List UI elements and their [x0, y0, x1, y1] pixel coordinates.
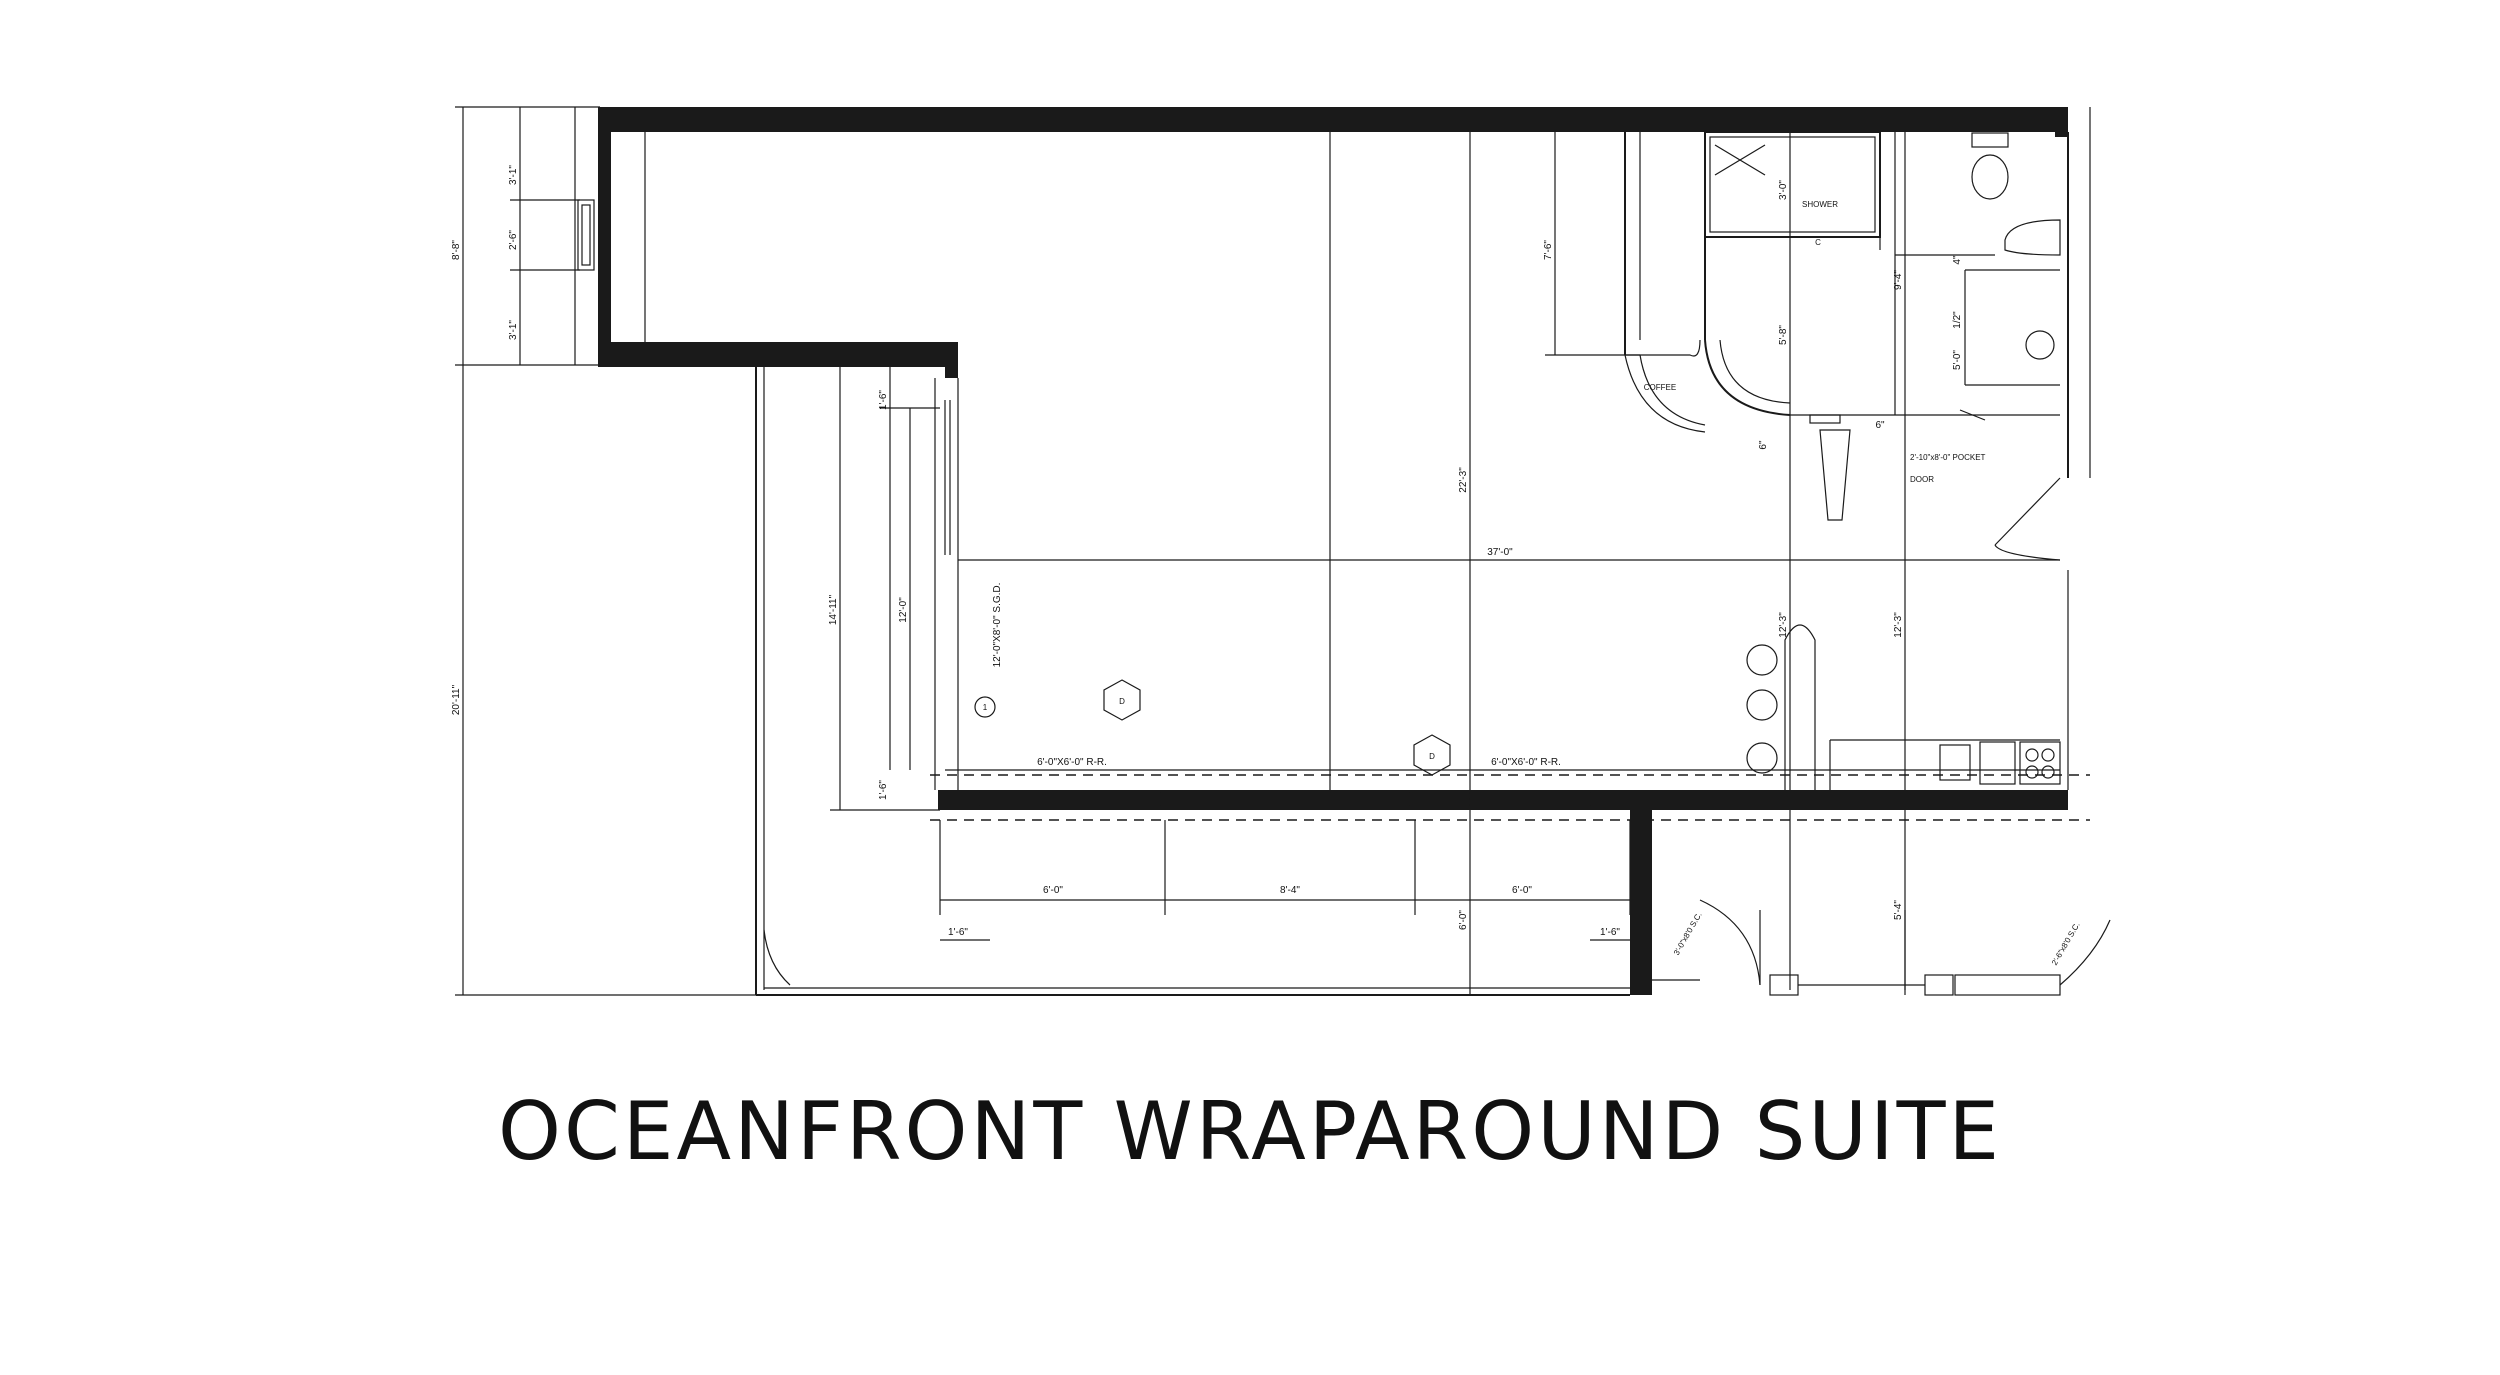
dim-3-1-bot: 3'-1": [508, 320, 519, 340]
dim-12-3-a: 12'-3": [1778, 612, 1789, 638]
hex-tag-d1: [1103, 679, 1141, 721]
dim-5-4: 5'-4": [1893, 900, 1904, 920]
dim-3-0: 3'-0": [1778, 180, 1789, 200]
exterior-walls: [598, 107, 2068, 995]
south-wall: [938, 790, 2068, 810]
dim-8-8: 8'-8": [451, 240, 462, 260]
dim-37-0: 37'-0": [1487, 547, 1513, 558]
dim-9-4: 9'-4": [1893, 270, 1904, 290]
north-east-wall-end: [2055, 107, 2068, 137]
label-pocket-door-2: DOOR: [1910, 475, 1934, 484]
bar-stools: [1746, 644, 1778, 774]
stool-1: [1746, 644, 1778, 676]
label-rr-1: 6'-0"X6'-0" R-R.: [1037, 757, 1107, 768]
label-shower: SHOWER: [1802, 200, 1838, 209]
symbol-tags: 1 D D C: [974, 238, 1821, 776]
dim-5-0: 5'-0": [1952, 350, 1963, 370]
south-windows: [979, 792, 1591, 806]
bathroom: [1624, 131, 2061, 521]
kitchenette: [1784, 624, 2061, 790]
dim-2-6: 2'-6": [508, 230, 519, 250]
dim-22-3: 22'-3": [1458, 467, 1469, 493]
dim-3-1-top: 3'-1": [508, 165, 519, 185]
dimension-labels: 3'-1" 2'-6" 3'-1" 8'-8" 20'-11" 14'-11" …: [451, 165, 1963, 938]
tag-d1-text: D: [1119, 697, 1125, 706]
north-wall: [598, 107, 2068, 132]
tag-c-text: C: [1815, 238, 1821, 247]
step-wall-return: [945, 342, 958, 378]
balcony-divider-wall: [1630, 810, 1652, 995]
dimension-lines: [455, 106, 1995, 996]
dim-5-8: 5'-8": [1778, 325, 1789, 345]
dim-14-11: 14'-11": [828, 594, 839, 625]
step-wall: [598, 342, 958, 367]
dim-12-0: 12'-0": [898, 597, 909, 623]
dim-1-6-d: 1'-6": [1600, 927, 1620, 938]
plan-title: OCEANFRONT WRAPAROUND SUITE: [497, 1085, 2002, 1178]
dim-1-6-top: 1'-6": [878, 390, 889, 410]
dim-7-6: 7'-6": [1543, 240, 1554, 260]
dim-20-11: 20'-11": [451, 684, 462, 715]
dim-6-0-v: 6'-0": [1458, 910, 1469, 930]
dim-half: 1/2": [1952, 311, 1963, 329]
dim-1-6-c: 1'-6": [948, 927, 968, 938]
tag-d2-text: D: [1429, 752, 1435, 761]
entry-door-swing: [1994, 107, 2091, 790]
label-sc-2: 2'-6"x8'0 S.C.: [2050, 921, 2082, 967]
dim-1-6-bot: 1'-6": [878, 780, 889, 800]
label-pocket-door-1: 2'-10"x8'-0" POCKET: [1910, 453, 1986, 462]
tag-1-text: 1: [983, 703, 988, 712]
tag-circle-1: [974, 696, 996, 718]
corridor-doors: [1652, 899, 2111, 996]
dim-8-4: 8'-4": [1280, 885, 1300, 896]
label-coffee: COFFEE: [1644, 383, 1676, 392]
hex-tag-d2: [1413, 734, 1451, 776]
dim-4: 4": [1952, 255, 1963, 265]
sliding-glass-door: [909, 378, 951, 790]
label-sgd: 12'-0"X8'-0" S.G.D.: [992, 583, 1003, 668]
dim-6-0-a: 6'-0": [1043, 885, 1063, 896]
dim-6-a: 6": [1758, 440, 1769, 450]
stool-3: [1746, 742, 1778, 774]
stool-2: [1746, 689, 1778, 721]
dim-6-b: 6": [1875, 420, 1885, 431]
dim-12-3-b: 12'-3": [1893, 612, 1904, 638]
west-window: [574, 107, 595, 365]
dim-6-0-b: 6'-0": [1512, 885, 1532, 896]
label-sc-1: 3'-0"x8'0 S.C.: [1672, 911, 1704, 957]
interior-lines: [644, 132, 2060, 790]
label-rr-2: 6'-0"X6'-0" R-R.: [1491, 757, 1561, 768]
wraparound-balcony: [755, 367, 1630, 996]
room-labels: SHOWER COFFEE 2'-10"x8'-0" POCKET DOOR 1…: [992, 200, 2082, 967]
west-upper-wall: [598, 107, 611, 355]
